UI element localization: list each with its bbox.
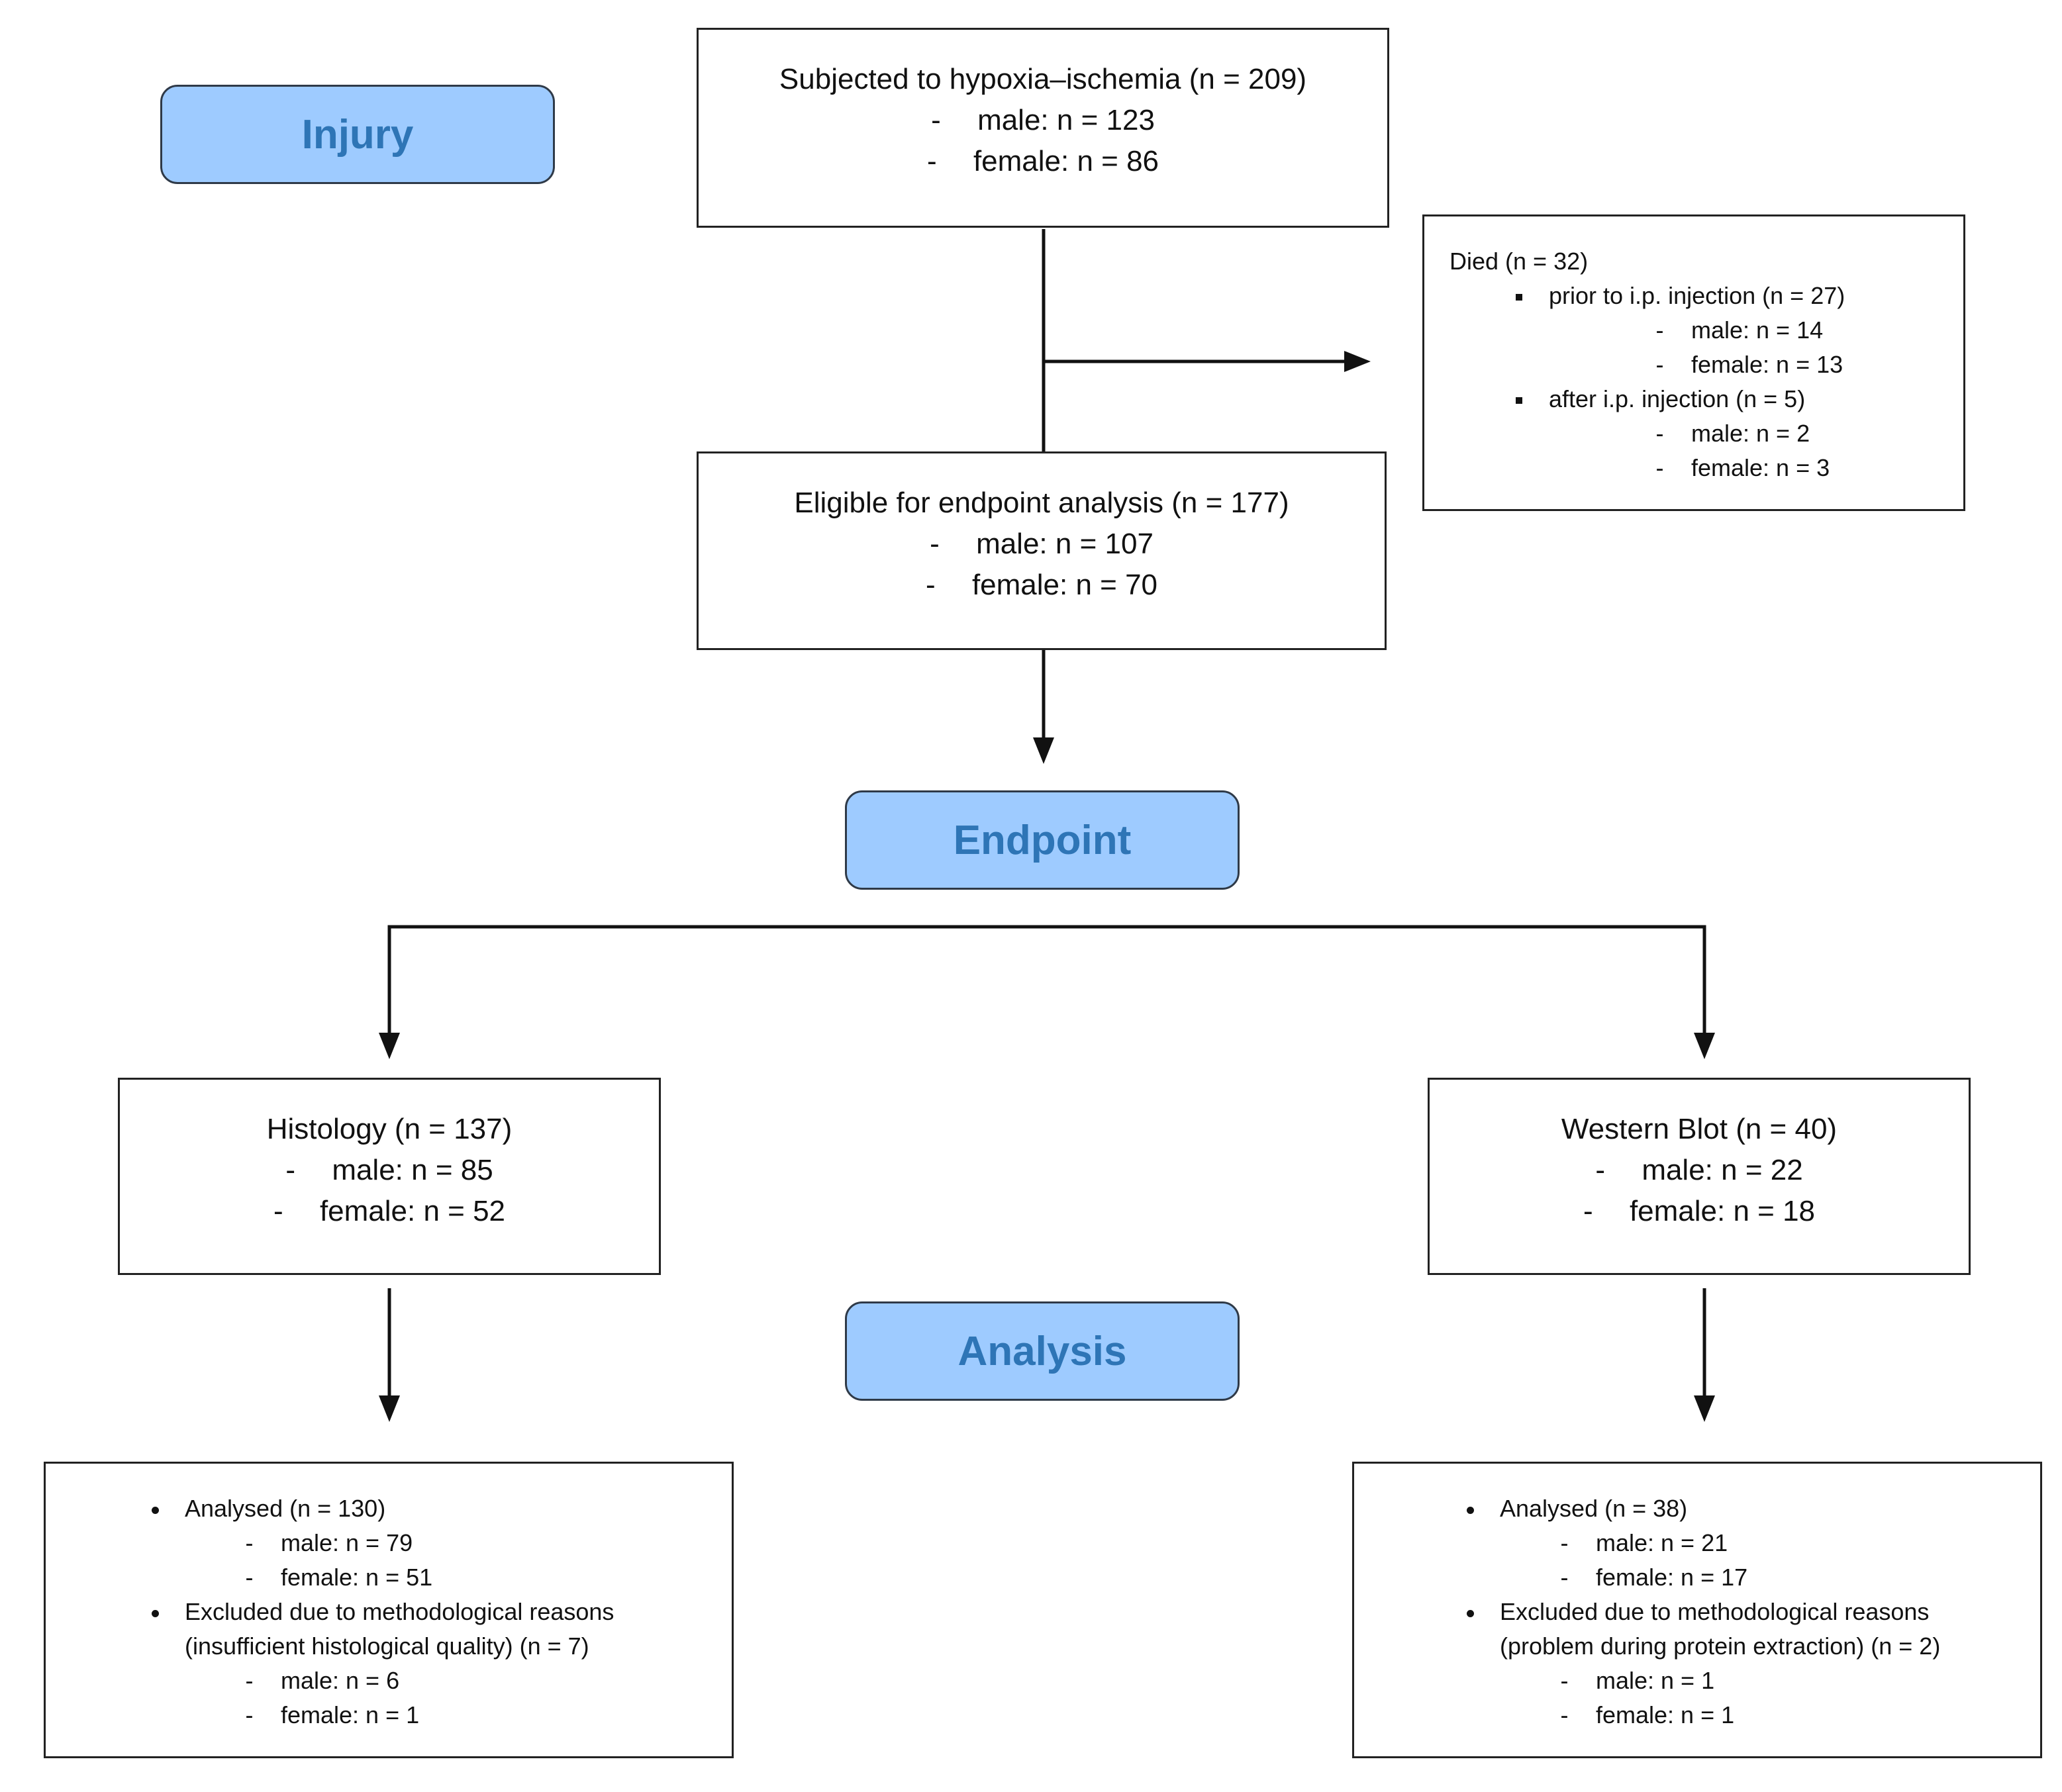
bullet-dot-icon <box>151 1506 159 1514</box>
hypoxia-ischemia-box: Subjected to hypoxia–ischemia (n = 209) … <box>697 28 1389 228</box>
arrowhead-histology <box>379 1033 400 1059</box>
western-analysed-male: male: n = 21 <box>1596 1529 1728 1556</box>
arrowhead-endpoint <box>1033 737 1054 764</box>
arrowhead-histology-analysis <box>379 1395 400 1422</box>
histology-excluded-line2: (insufficient histological quality) (n =… <box>185 1632 589 1660</box>
western-excluded-line1: Excluded due to methodological reasons <box>1500 1598 1930 1625</box>
died-after: after i.p. injection (n = 5) <box>1549 385 1806 412</box>
histology-analysed-female: female: n = 51 <box>281 1564 433 1591</box>
stage-endpoint: Endpoint <box>845 790 1240 890</box>
died-prior-male: male: n = 14 <box>1691 316 1824 344</box>
histology-analysis-box: Analysed (n = 130) -male: n = 79 -female… <box>44 1462 734 1758</box>
stage-analysis: Analysis <box>845 1301 1240 1401</box>
histology-box: Histology (n = 137) -male: n = 85 -femal… <box>118 1078 661 1275</box>
died-prior: prior to i.p. injection (n = 27) <box>1549 282 1845 309</box>
hypoxia-title: Subjected to hypoxia–ischemia (n = 209) <box>779 63 1307 95</box>
connector-split <box>387 925 1706 1039</box>
eligible-box: Eligible for endpoint analysis (n = 177)… <box>697 451 1387 650</box>
stage-analysis-label: Analysis <box>957 1328 1127 1374</box>
died-box: Died (n = 32) prior to i.p. injection (n… <box>1422 214 1965 511</box>
western-analysis-box: Analysed (n = 38) -male: n = 21 -female:… <box>1352 1462 2042 1758</box>
bullet-dot-icon <box>1466 1506 1474 1514</box>
western-analysed: Analysed (n = 38) <box>1500 1495 1688 1522</box>
western-excluded-male: male: n = 1 <box>1596 1667 1715 1694</box>
died-title: Died (n = 32) <box>1449 248 1589 275</box>
eligible-title: Eligible for endpoint analysis (n = 177) <box>794 487 1289 519</box>
stage-injury: Injury <box>160 85 555 184</box>
histology-title: Histology (n = 137) <box>266 1113 513 1145</box>
western-blot-box: Western Blot (n = 40) -male: n = 22 -fem… <box>1428 1078 1971 1275</box>
western-female: female: n = 18 <box>1629 1195 1816 1227</box>
histology-female: female: n = 52 <box>319 1195 506 1227</box>
histology-excluded-line1: Excluded due to methodological reasons <box>185 1598 614 1625</box>
arrowhead-western <box>1694 1033 1715 1059</box>
arrowhead-died <box>1344 351 1371 372</box>
eligible-male: male: n = 107 <box>976 528 1154 560</box>
western-excluded-line2: (problem during protein extraction) (n =… <box>1500 1632 1941 1660</box>
bullet-dot-icon <box>1466 1609 1474 1617</box>
eligible-female: female: n = 70 <box>971 569 1158 601</box>
histology-analysed-male: male: n = 79 <box>281 1529 413 1556</box>
histology-excluded-female: female: n = 1 <box>281 1701 420 1728</box>
died-after-female: female: n = 3 <box>1691 454 1830 481</box>
histology-male: male: n = 85 <box>332 1154 493 1186</box>
hypoxia-female: female: n = 86 <box>973 145 1159 177</box>
bullet-square-icon <box>1516 397 1522 404</box>
western-analysed-female: female: n = 17 <box>1596 1564 1748 1591</box>
bullet-square-icon <box>1516 294 1522 301</box>
histology-excluded-male: male: n = 6 <box>281 1667 400 1694</box>
bullet-dot-icon <box>151 1609 159 1617</box>
western-title: Western Blot (n = 40) <box>1561 1113 1838 1145</box>
stage-injury-label: Injury <box>301 111 414 158</box>
arrowhead-western-analysis <box>1694 1395 1715 1422</box>
died-prior-female: female: n = 13 <box>1691 351 1843 378</box>
died-after-male: male: n = 2 <box>1691 420 1810 447</box>
histology-analysed: Analysed (n = 130) <box>185 1495 386 1522</box>
hypoxia-male: male: n = 123 <box>977 104 1155 136</box>
western-male: male: n = 22 <box>1642 1154 1803 1186</box>
western-excluded-female: female: n = 1 <box>1596 1701 1735 1728</box>
stage-endpoint-label: Endpoint <box>953 817 1132 863</box>
